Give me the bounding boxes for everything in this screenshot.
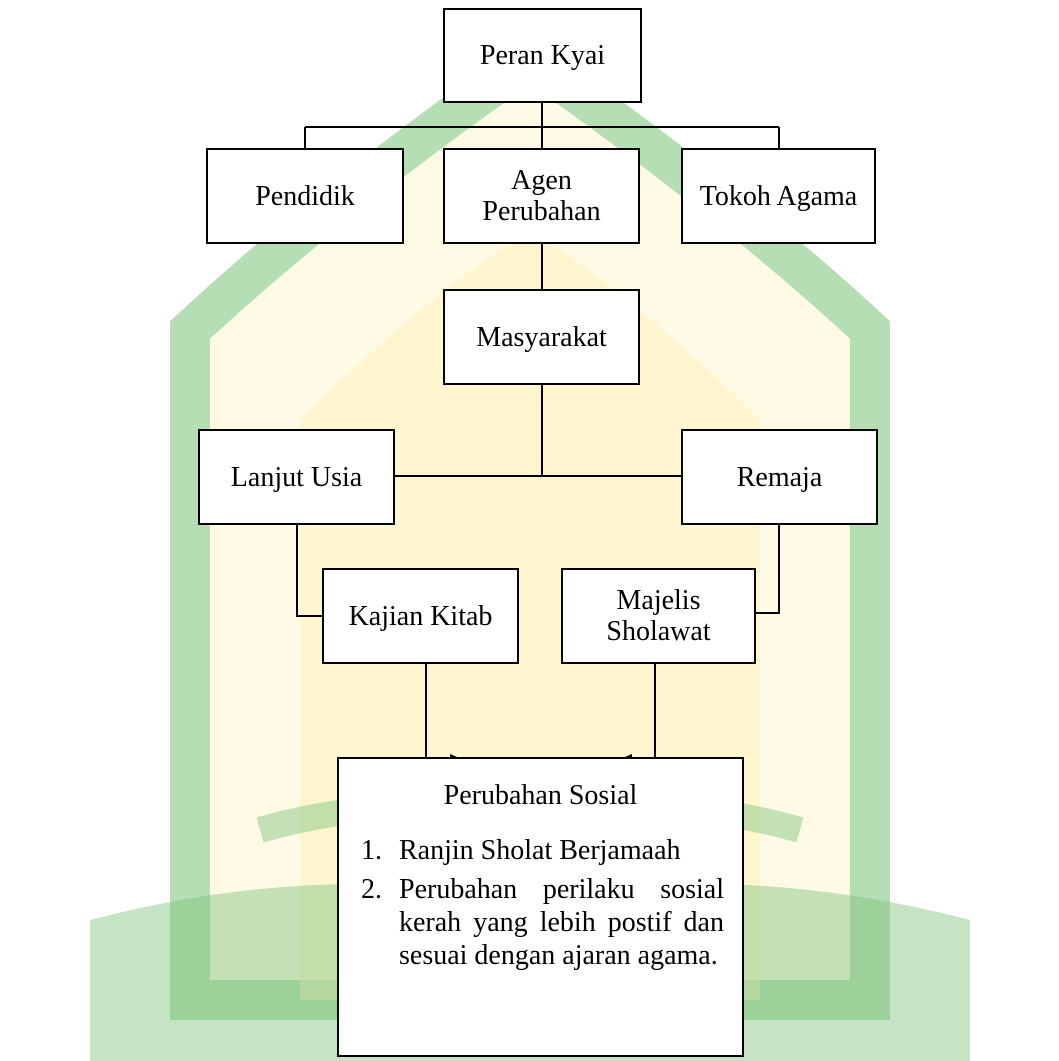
list-item-text: Ranjin Sholat Berjamaah: [399, 835, 681, 866]
node-kajian-kitab: Kajian Kitab: [322, 568, 519, 664]
perubahan-list-item: 1. Ranjin Sholat Berjamaah: [357, 834, 724, 867]
node-tokoh-agama-label: Tokoh Agama: [699, 180, 858, 212]
node-pendidik: Pendidik: [206, 148, 404, 244]
arrow-kajian-perubahan: [425, 664, 452, 761]
node-tokoh-agama: Tokoh Agama: [681, 148, 876, 244]
node-pendidik-label: Pendidik: [255, 180, 355, 212]
node-lanjut-usia: Lanjut Usia: [198, 429, 395, 525]
node-remaja: Remaja: [681, 429, 878, 525]
perubahan-list-item: 2. Perubahan perilaku sosial kerah yang …: [357, 873, 724, 972]
node-agen-label-line1: Agen: [511, 165, 572, 196]
node-peran-kyai-label: Peran Kyai: [479, 40, 606, 71]
node-kajian-kitab-label: Kajian Kitab: [348, 600, 493, 632]
node-peran-kyai: Peran Kyai: [443, 8, 642, 103]
node-majelis-label-line2: Sholawat: [606, 616, 711, 647]
node-lanjut-usia-label: Lanjut Usia: [230, 461, 363, 493]
node-masyarakat: Masyarakat: [443, 289, 640, 385]
link-lanjut-kajian: [296, 525, 322, 617]
node-agen-label-line2: Perubahan: [482, 196, 601, 227]
node-perubahan-sosial: Perubahan Sosial 1. Ranjin Sholat Berjam…: [337, 757, 744, 1057]
arrow-majelis-perubahan: [630, 664, 656, 761]
link-remaja-majelis: [756, 525, 780, 614]
node-majelis-label-line1: Majelis: [616, 585, 701, 616]
node-masyarakat-label: Masyarakat: [476, 321, 607, 353]
perubahan-list: 1. Ranjin Sholat Berjamaah 2. Perubahan …: [357, 834, 724, 972]
list-item-number: 2.: [361, 874, 382, 905]
node-perubahan-sosial-title: Perubahan Sosial: [443, 780, 638, 811]
list-item-number: 1.: [361, 835, 382, 866]
node-remaja-label: Remaja: [736, 461, 823, 493]
node-majelis-sholawat: Majelis Sholawat: [561, 568, 756, 664]
node-agen-perubahan: Agen Perubahan: [443, 148, 640, 244]
list-item-text: Perubahan perilaku sosial kerah yang leb…: [399, 874, 724, 971]
